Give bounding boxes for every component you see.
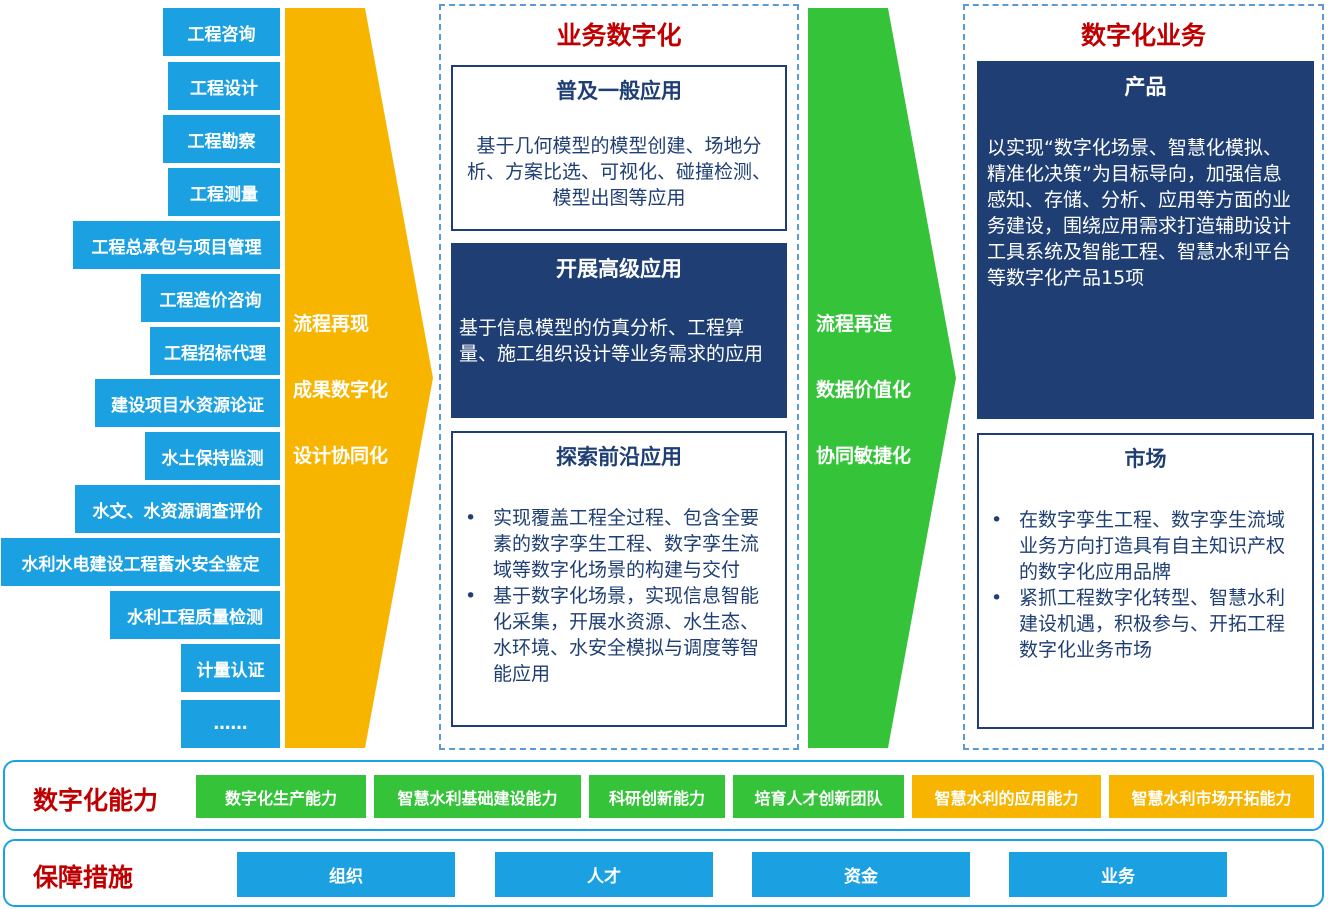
advanced-application-box: 开展高级应用 基于信息模型的仿真分析、工程算量、施工组织设计等业务需求的应用 [451,243,787,418]
general-application-box: 普及一般应用 基于几何模型的模型创建、场地分析、方案比选、可视化、碰撞检测、模型… [451,65,787,231]
capability-item: 培育人才创新团队 [733,775,904,818]
arrow2-line1: 流程再造 [816,313,893,335]
process-arrow-yellow [285,8,433,748]
capability-item: 智慧水利市场开拓能力 [1109,775,1314,818]
box-text: 基于信息模型的仿真分析、工程算量、施工组织设计等业务需求的应用 [459,317,764,365]
product-box: 产品 以实现“数字化场景、智慧化模拟、精准化决策”为目标导向，加强信息感知、存储… [977,61,1314,419]
capability-item: 数字化生产能力 [196,775,366,818]
arrow1-line1: 流程再现 [293,313,370,335]
capability-item: 科研创新能力 [589,775,725,818]
bullet-item: 基于数字化场景，实现信息智能化采集，开展水资源、水生态、水环境、水安全模拟与调度… [465,583,771,687]
capability-item: 智慧水利基础建设能力 [374,775,581,818]
panel-title: 数字化业务 [1080,21,1206,50]
service-item: 工程咨询 [163,8,280,56]
capability-item: 智慧水利的应用能力 [912,775,1101,818]
bullet-item: 实现覆盖工程全过程、包含全要素的数字孪生工程、数字孪生流域等数字化场景的构建与交… [465,505,771,583]
service-item: 工程测量 [168,168,280,216]
box-title: 开展高级应用 [556,257,682,281]
service-item: 工程总承包与项目管理 [73,221,280,269]
service-item: 工程造价咨询 [141,274,280,322]
box-text: 基于几何模型的模型创建、场地分析、方案比选、可视化、碰撞检测、模型出图等应用 [466,135,771,209]
box-title: 市场 [1124,447,1167,471]
service-list: 工程咨询 工程设计 工程勘察 工程测量 工程总承包与项目管理 工程造价咨询 工程… [0,0,285,750]
service-item: 水利工程质量检测 [110,591,280,639]
business-digitalization-panel: 业务数字化 普及一般应用 基于几何模型的模型创建、场地分析、方案比选、可视化、碰… [439,4,799,750]
arrow2-line2: 数据价值化 [816,379,912,401]
arrow1-line3: 设计协同化 [293,445,389,467]
capabilities-label: 数字化能力 [33,786,159,815]
service-item: 水土保持监测 [145,432,280,480]
safeguard-item: 资金 [752,852,970,897]
safeguards-label: 保障措施 [33,863,134,892]
box-title: 普及一般应用 [556,79,682,103]
frontier-application-box: 探索前沿应用 实现覆盖工程全过程、包含全要素的数字孪生工程、数字孪生流域等数字化… [451,431,787,727]
service-item: …… [181,700,280,748]
service-item: 水利水电建设工程蓄水安全鉴定 [1,538,280,586]
bullet-item: 在数字孪生工程、数字孪生流域业务方向打造具有自主知识产权的数字化应用品牌 [991,507,1298,585]
service-item: 建设项目水资源论证 [95,379,280,427]
service-item: 计量认证 [181,644,280,692]
arrow1-line2: 成果数字化 [293,379,389,401]
market-box: 市场 在数字孪生工程、数字孪生流域业务方向打造具有自主知识产权的数字化应用品牌 … [977,433,1314,729]
arrow2-line3: 协同敏捷化 [816,445,912,467]
box-title: 产品 [1124,75,1167,99]
panel-title: 业务数字化 [556,21,682,50]
capabilities-band: 数字化能力 数字化生产能力 智慧水利基础建设能力 科研创新能力 培育人才创新团队… [3,760,1324,831]
digital-business-panel: 数字化业务 产品 以实现“数字化场景、智慧化模拟、精准化决策”为目标导向，加强信… [963,4,1324,750]
service-item: 工程勘察 [163,115,280,163]
safeguard-item: 业务 [1009,852,1227,897]
box-bullets: 在数字孪生工程、数字孪生流域业务方向打造具有自主知识产权的数字化应用品牌 紧抓工… [987,507,1298,663]
safeguards-band: 保障措施 组织 人才 资金 业务 [3,839,1324,907]
box-bullets: 实现覆盖工程全过程、包含全要素的数字孪生工程、数字孪生流域等数字化场景的构建与交… [461,505,771,687]
process-arrow-green [808,8,956,748]
service-item: 水文、水资源调查评价 [75,485,280,533]
service-item: 工程招标代理 [150,327,280,375]
bullet-item: 紧抓工程数字化转型、智慧水利建设机遇，积极参与、开拓工程数字化业务市场 [991,585,1298,663]
safeguard-item: 组织 [237,852,455,897]
service-item: 工程设计 [168,62,280,110]
box-text: 以实现“数字化场景、智慧化模拟、精准化决策”为目标导向，加强信息感知、存储、分析… [987,137,1292,289]
safeguard-item: 人才 [495,852,713,897]
box-title: 探索前沿应用 [556,445,682,469]
